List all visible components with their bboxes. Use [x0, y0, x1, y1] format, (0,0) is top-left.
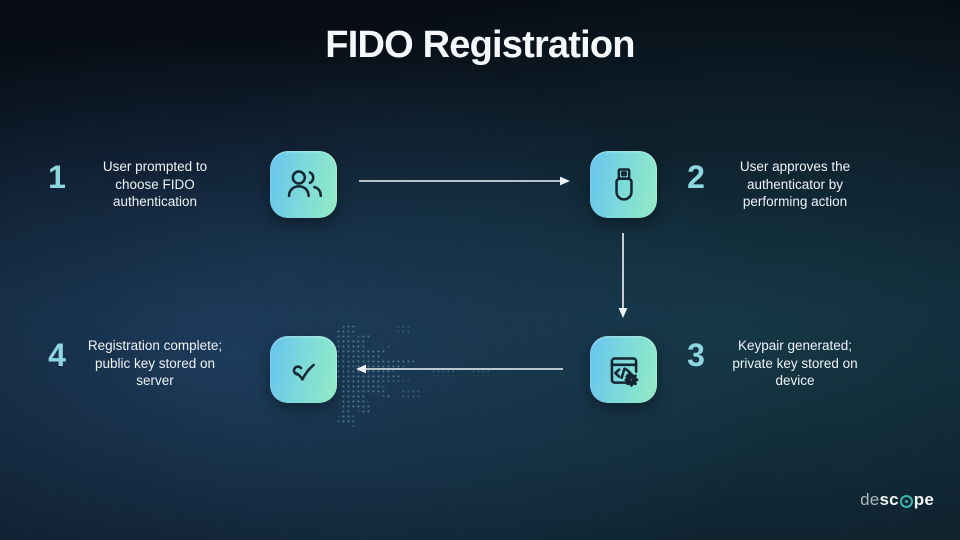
arrow-down-step2-to-step3 [618, 233, 628, 318]
browser-code-gear-icon [610, 356, 638, 387]
step-3-caption: Keypair generated; private key stored on… [732, 338, 858, 388]
halftone-dots-small-decoration [432, 367, 490, 376]
step-4-caption: Registration complete; public key stored… [87, 338, 223, 388]
step-1-tile [270, 151, 337, 218]
step-3-number: 3 [687, 337, 705, 373]
usb-security-key-icon [614, 167, 633, 201]
page-title: FIDO Registration [325, 24, 635, 66]
logo-text-pe: pe [913, 490, 934, 509]
descope-ring-icon [899, 494, 913, 508]
logo-text-sc: sc [879, 490, 899, 509]
users-icon [287, 169, 322, 197]
step-1-caption: User prompted to choose FIDO authenticat… [102, 159, 208, 209]
step-2-caption: User approves the authenticator by perfo… [739, 159, 851, 209]
checkmark-icon [292, 363, 315, 381]
step-2-tile [590, 151, 657, 218]
step-2-number: 2 [687, 159, 705, 195]
arrow-right-step1-to-step2 [359, 176, 570, 186]
step-3-tile [590, 336, 657, 403]
halftone-dots-decoration [334, 322, 424, 428]
step-1-number: 1 [48, 159, 66, 195]
step-4-tile [270, 336, 337, 403]
step-4-number: 4 [48, 337, 66, 373]
logo-text-de: de [860, 490, 880, 509]
arrow-left-step3-to-step4 [356, 364, 563, 374]
